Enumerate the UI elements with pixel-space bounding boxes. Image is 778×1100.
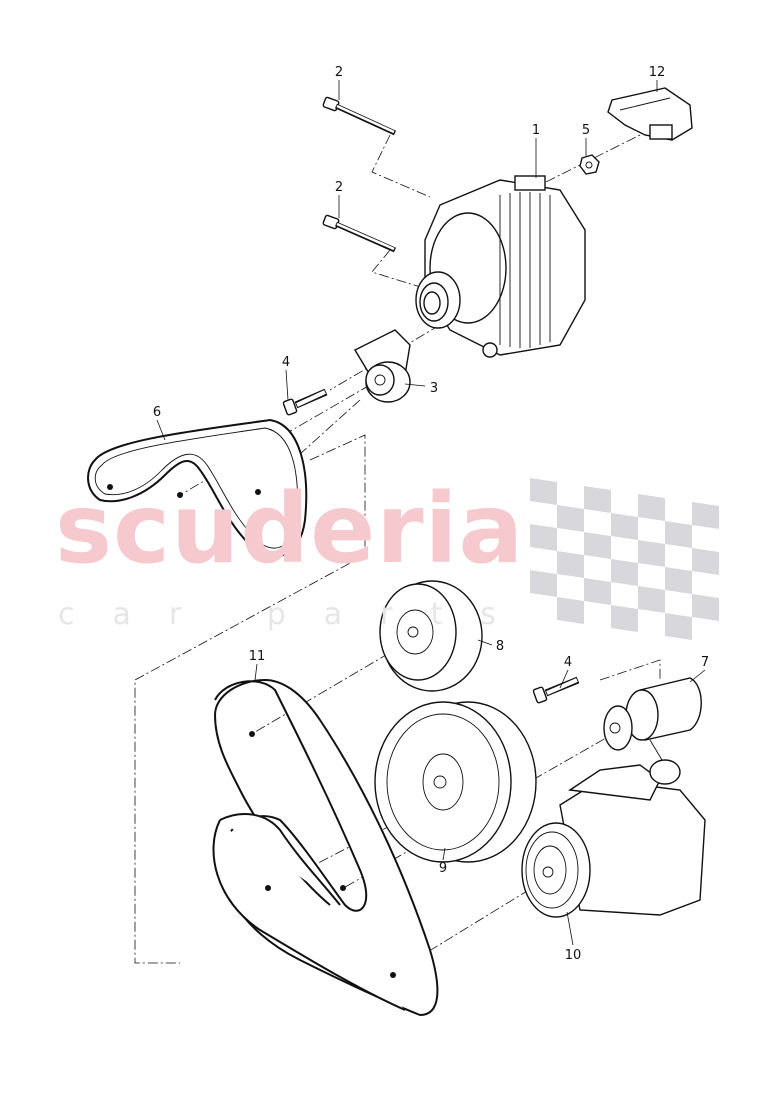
checker-square [530, 478, 557, 505]
checker-square [665, 613, 692, 640]
idler-pulley [354, 329, 411, 403]
checker-square [584, 532, 611, 559]
callout-8: 8 [496, 639, 504, 654]
callout-4-tensioner: 4 [564, 655, 572, 670]
callout-9: 9 [439, 861, 447, 876]
bracket [607, 87, 693, 141]
checker-square [530, 570, 557, 597]
bolt-lower [322, 214, 397, 253]
tensioner [603, 677, 702, 766]
checker-square [584, 486, 611, 513]
callout-5: 5 [582, 123, 590, 138]
checker-square [611, 513, 638, 540]
bolt-idler [282, 388, 328, 416]
watermark-subtitle: car parts [58, 597, 534, 632]
callout-4-idler: 4 [282, 355, 290, 370]
vibration-damper [374, 701, 537, 863]
checker-square [557, 597, 584, 624]
checker-square [638, 494, 665, 521]
ribbed-belt-small [87, 418, 308, 558]
checker-square [557, 551, 584, 578]
bolt-upper [322, 96, 397, 136]
callout-12: 12 [649, 65, 666, 80]
alternator [415, 175, 586, 358]
checker-square [638, 586, 665, 613]
checker-square [665, 521, 692, 548]
watermark-brand: scuderia [55, 473, 524, 585]
checker-square [692, 548, 719, 575]
checker-square [692, 594, 719, 621]
callout-7: 7 [701, 655, 709, 670]
callout-3: 3 [430, 381, 438, 396]
watermark: scuderia car parts [55, 473, 719, 640]
callout-6: 6 [153, 405, 161, 420]
callout-2-upper: 2 [335, 65, 343, 80]
checker-square [611, 559, 638, 586]
callout-leaders [156, 80, 706, 946]
checker-square [530, 524, 557, 551]
pulley [379, 580, 483, 692]
callout-2-lower: 2 [335, 180, 343, 195]
nut [579, 154, 600, 175]
callout-1: 1 [532, 123, 540, 138]
checker-flag-icon [530, 478, 719, 640]
ac-compressor [521, 759, 706, 918]
checker-square [584, 578, 611, 605]
callout-labels: 1 2 2 3 4 5 6 7 8 9 10 11 12 4 [153, 65, 709, 963]
callout-10: 10 [565, 948, 582, 963]
callout-11: 11 [249, 649, 266, 664]
checker-square [638, 540, 665, 567]
ribbed-belt-large [212, 678, 439, 1017]
checker-square [665, 567, 692, 594]
checker-square [611, 605, 638, 632]
checker-square [557, 505, 584, 532]
checker-square [692, 502, 719, 529]
bolt-tensioner [532, 676, 580, 704]
